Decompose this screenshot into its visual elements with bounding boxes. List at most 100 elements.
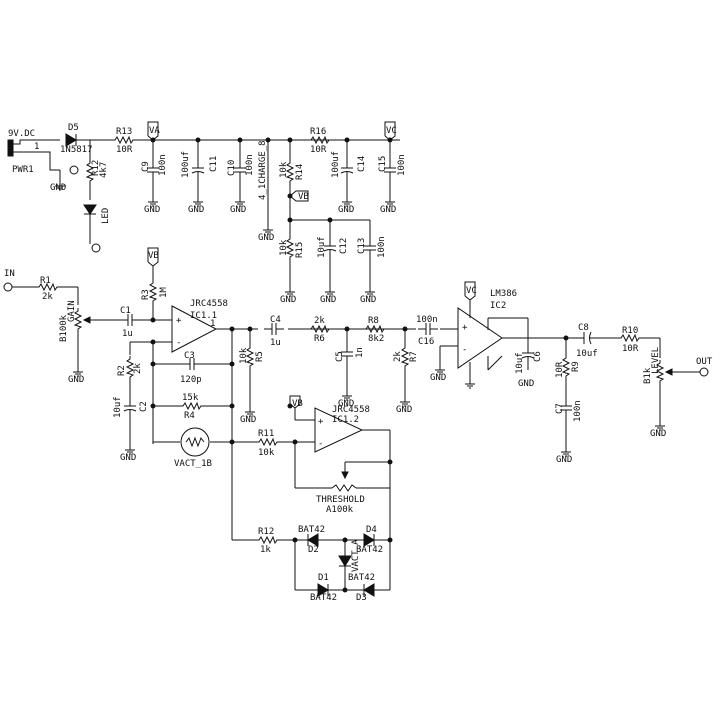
label-d4-part: BAT42 bbox=[356, 545, 383, 555]
label-c10-val: 100n bbox=[245, 154, 255, 176]
label-r14-val: 10k bbox=[279, 161, 289, 178]
label-c5: C5 bbox=[335, 351, 345, 362]
label-gnd-r5: GND bbox=[240, 415, 256, 425]
label-c9-val: 100n bbox=[158, 154, 168, 176]
label-gnd-c11: GND bbox=[188, 205, 204, 215]
label-c8-val: 10uf bbox=[576, 349, 598, 359]
label-r13: R13 bbox=[116, 127, 132, 137]
label-c15-val: 100n bbox=[397, 154, 407, 176]
label-pin1: 1 bbox=[34, 142, 39, 152]
labels: 9V.DC PWR1 1 GND D5 1N5817 R13 10R R12 4… bbox=[4, 123, 713, 603]
label-d3-part: BAT42 bbox=[348, 573, 375, 583]
label-r13-val: 10R bbox=[116, 145, 133, 155]
label-r16: R16 bbox=[310, 127, 326, 137]
label-r7: R7 bbox=[409, 351, 419, 362]
label-c2: C2 bbox=[139, 401, 149, 412]
label-d2: D2 bbox=[308, 545, 319, 555]
label-c9: C9 bbox=[141, 161, 151, 172]
label-c4: C4 bbox=[270, 315, 281, 325]
label-c12-val: 10uf bbox=[317, 236, 327, 258]
label-vc: VC bbox=[386, 126, 397, 136]
label-c6-val: 10uf bbox=[515, 352, 525, 374]
label-gnd-c6: GND bbox=[518, 379, 534, 389]
label-c14: C14 bbox=[357, 156, 367, 172]
label-pwr1: PWR1 bbox=[12, 165, 34, 175]
label-c1: C1 bbox=[120, 306, 131, 316]
label-gnd-c13: GND bbox=[360, 295, 376, 305]
label-c10: C10 bbox=[227, 160, 237, 176]
label-gnd-c15: GND bbox=[380, 205, 396, 215]
label-9vdc: 9V.DC bbox=[8, 129, 35, 139]
label-r2: R2 bbox=[117, 365, 127, 376]
label-c3: C3 bbox=[184, 351, 195, 361]
label-vc-2: VC bbox=[466, 286, 477, 296]
label-minus-3: - bbox=[462, 345, 467, 355]
label-ic12: IC1.2 bbox=[332, 415, 359, 425]
label-gnd-c12: GND bbox=[320, 295, 336, 305]
label-threshold-val: A100k bbox=[326, 505, 354, 515]
label-charge: 4_1CHARGE_8 bbox=[258, 140, 268, 200]
label-r16-val: 10R bbox=[310, 145, 327, 155]
label-plus-3: + bbox=[462, 323, 468, 333]
label-c16-val: 100n bbox=[416, 315, 438, 325]
label-r11: R11 bbox=[258, 429, 274, 439]
label-threshold: THRESHOLD bbox=[316, 495, 365, 505]
label-c6: C6 bbox=[533, 351, 543, 362]
label-d1: D1 bbox=[318, 573, 329, 583]
label-r5: R5 bbox=[255, 351, 265, 362]
label-r15: R15 bbox=[295, 242, 305, 258]
label-c15: C15 bbox=[378, 156, 388, 172]
label-c3-val: 120p bbox=[180, 375, 202, 385]
label-r12-top-val: 4k7 bbox=[99, 162, 109, 178]
label-c13: C13 bbox=[357, 238, 367, 254]
label-r10-val: 10R bbox=[622, 344, 639, 354]
supply-section bbox=[7, 121, 400, 297]
label-d1-part: BAT42 bbox=[310, 593, 337, 603]
label-led: LED bbox=[101, 208, 111, 224]
label-gnd-c2: GND bbox=[120, 453, 136, 463]
label-ic2: IC2 bbox=[490, 301, 506, 311]
label-r6: R6 bbox=[314, 334, 325, 344]
label-gnd-c9: GND bbox=[144, 205, 160, 215]
label-r12: R12 bbox=[258, 527, 274, 537]
label-c1-val: 1u bbox=[122, 329, 133, 339]
label-va: VA bbox=[149, 126, 160, 136]
label-c12: C12 bbox=[339, 238, 349, 254]
label-r5-val: 10k bbox=[239, 347, 249, 364]
label-r6-val: 2k bbox=[314, 316, 325, 326]
label-c13-val: 100n bbox=[377, 236, 387, 258]
label-plus: + bbox=[176, 316, 182, 326]
label-gnd-c10: GND bbox=[230, 205, 246, 215]
label-level: LEVEL bbox=[651, 347, 661, 374]
label-gnd-gain: GND bbox=[68, 375, 84, 385]
label-r8-val: 8k2 bbox=[368, 334, 384, 344]
label-gain-val: B100k bbox=[59, 314, 69, 342]
label-in: IN bbox=[4, 269, 15, 279]
label-r9: R9 bbox=[571, 361, 581, 372]
label-gnd-c7: GND bbox=[556, 455, 572, 465]
label-c5-val: 1n bbox=[355, 347, 365, 358]
label-r3-val: 1M bbox=[159, 287, 169, 298]
label-r3: R3 bbox=[141, 289, 151, 300]
label-r4-val: 15k bbox=[182, 393, 199, 403]
label-c2-val: 10uf bbox=[113, 396, 123, 418]
label-d5: D5 bbox=[68, 123, 79, 133]
label-ic12-part: JRC4558 bbox=[332, 405, 370, 415]
label-level-val: B1k bbox=[643, 367, 653, 384]
label-c16: C16 bbox=[418, 337, 434, 347]
label-r12-top: R12 bbox=[91, 160, 101, 176]
label-gnd-lm386: GND bbox=[430, 373, 446, 383]
label-out: OUT bbox=[696, 357, 713, 367]
label-gnd-c5: GND bbox=[338, 399, 354, 409]
label-c11-val: 100uf bbox=[181, 151, 191, 178]
label-r9-val: 10R bbox=[555, 361, 565, 378]
label-plus-2: + bbox=[318, 417, 324, 427]
label-d3: D3 bbox=[356, 593, 367, 603]
label-gnd: GND bbox=[50, 183, 66, 193]
label-lm386: LM386 bbox=[490, 289, 517, 299]
label-vact: VACT_1B bbox=[174, 459, 212, 469]
label-gnd-r15: GND bbox=[280, 295, 296, 305]
label-r12-val: 1k bbox=[260, 545, 271, 555]
output-section bbox=[434, 281, 709, 457]
